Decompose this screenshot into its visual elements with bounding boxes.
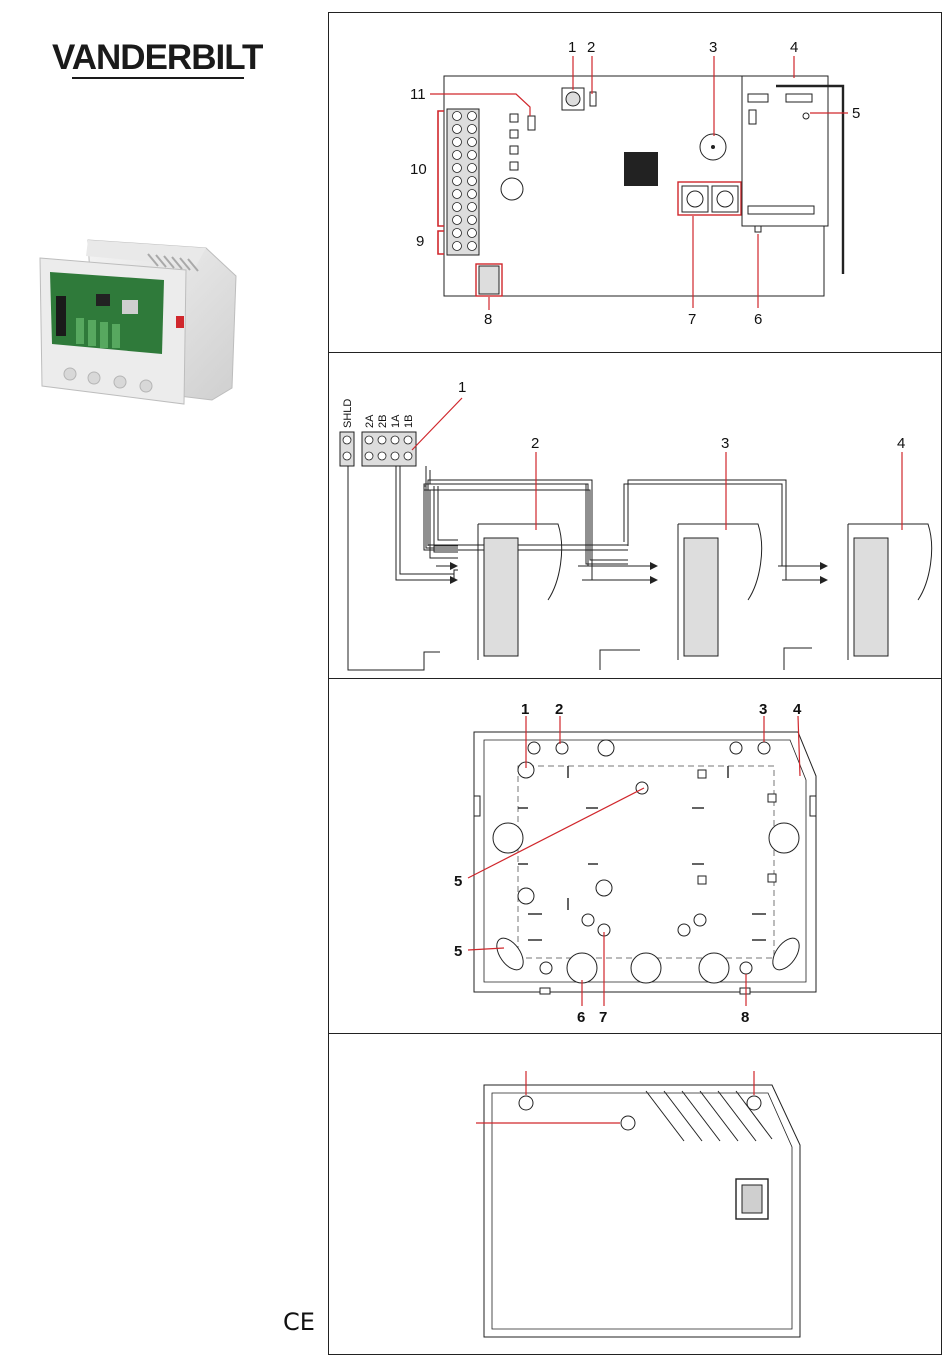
base-plate-diagram: 1 2 3 4 5 5 6 7 8 [328,678,942,1033]
callout-4: 4 [790,39,798,56]
callout-4: 4 [897,435,905,452]
callout-8: 8 [741,1009,749,1026]
callout-1: 1 [458,379,466,396]
callout-6: 6 [577,1009,585,1026]
callout-1: 1 [568,39,576,56]
callout-4: 4 [793,701,802,718]
callout-5a: 5 [454,873,462,890]
callout-2: 2 [587,39,595,56]
device-3 [678,524,762,660]
callout-10: 10 [410,161,427,178]
terminal-label-2a: 2A [364,414,376,428]
logo-underline [72,77,244,79]
vanderbilt-logo: VANDERBILT [52,38,244,82]
callout-5b: 5 [454,943,462,960]
terminal-label-1b: 1B [403,415,415,428]
callout-9: 9 [416,233,424,250]
terminal-label-shld: SHLD [342,399,354,428]
callout-2: 2 [555,701,563,718]
board-overview-diagram: 1 2 3 4 5 6 7 8 9 10 11 [328,12,942,352]
terminal-label-1a: 1A [390,414,402,428]
terminal-label-2b: 2B [377,415,389,428]
callout-1: 1 [521,701,529,718]
device-2 [478,524,562,660]
callout-5: 5 [852,105,860,122]
callout-7: 7 [599,1009,607,1026]
callout-8: 8 [484,311,492,328]
callout-7: 7 [688,311,696,328]
callout-3: 3 [721,435,729,452]
device-4 [848,524,932,660]
brand-name: VANDERBILT [52,38,262,78]
ce-mark: CE [283,1308,315,1336]
bus-wiring-diagram: SHLD 2A 2B 1A 1B [328,352,942,678]
callout-2: 2 [531,435,539,452]
callout-3: 3 [709,39,717,56]
callout-11: 11 [410,86,426,103]
terminal-block-left [447,109,479,255]
callout-6: 6 [754,311,762,328]
callout-3: 3 [759,701,767,718]
cover-diagram [328,1033,942,1355]
device-photo [36,236,242,406]
